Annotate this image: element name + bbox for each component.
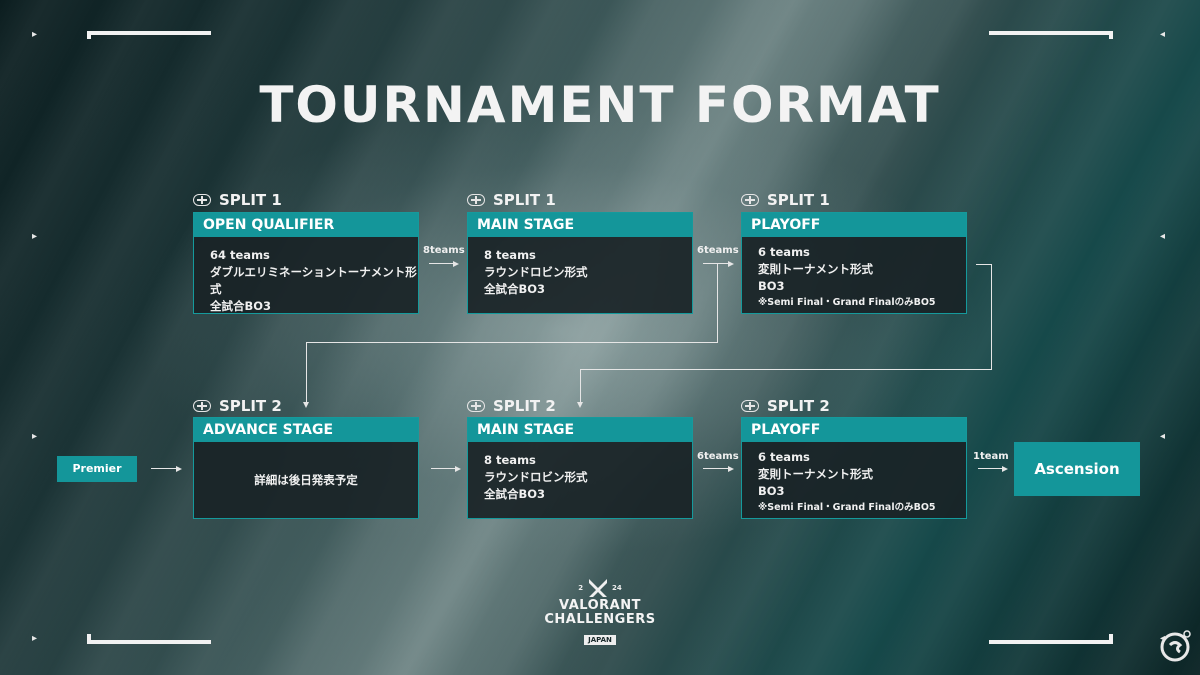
connector-arrowhead [453, 261, 459, 267]
side-arrow-icon: ▸ [32, 231, 38, 242]
site-watermark-icon [1160, 630, 1191, 662]
connector-line [976, 264, 992, 265]
connector-label: 6teams [697, 451, 739, 462]
connector-line [580, 369, 992, 370]
split-icon [741, 194, 759, 206]
connector-line [703, 263, 728, 264]
side-arrow-icon: ▸ [32, 633, 38, 644]
stage-card-header: PLAYOFF [742, 418, 966, 442]
connector-arrowhead [728, 466, 734, 472]
connector-line [703, 468, 728, 469]
split-icon [467, 400, 485, 412]
connector-line [978, 468, 1002, 469]
side-arrow-icon: ◂ [1160, 231, 1166, 242]
connector-line [991, 264, 992, 369]
split-label: SPLIT 2 [193, 397, 282, 415]
connector-line [306, 342, 718, 343]
side-arrow-icon: ◂ [1160, 633, 1166, 644]
split-icon [193, 400, 211, 412]
frame-tick [87, 31, 91, 39]
frame-tick [1109, 634, 1113, 642]
connector-line [429, 263, 453, 264]
frame-tick [1109, 31, 1113, 39]
stage-card-header: MAIN STAGE [468, 418, 692, 442]
split-label: SPLIT 2 [741, 397, 830, 415]
split-label: SPLIT 2 [467, 397, 556, 415]
logo-year: 2 24 [540, 577, 660, 599]
connector-label: 1team [973, 451, 1009, 462]
valorant-challengers-logo: 2 24 VALORANT CHALLENGERS JAPAN [540, 577, 660, 646]
stage-card-header: ADVANCE STAGE [194, 418, 418, 442]
connector-arrowhead [728, 261, 734, 267]
split-icon [193, 194, 211, 206]
stage-card-header: MAIN STAGE [468, 213, 692, 237]
connector-line [580, 369, 581, 402]
frame-tick [87, 634, 91, 642]
stage-card-advance-stage: ADVANCE STAGE 詳細は後日発表予定 [193, 417, 419, 519]
split-icon [467, 194, 485, 206]
connector-line [431, 468, 455, 469]
premier-box: Premier [57, 456, 137, 482]
connector-line [306, 342, 307, 402]
ascension-box: Ascension [1014, 442, 1140, 496]
connector-arrowhead [1002, 466, 1008, 472]
stage-card-header: PLAYOFF [742, 213, 966, 237]
connector-line [717, 263, 718, 342]
connector-label: 8teams [423, 245, 465, 256]
side-arrow-icon: ▸ [32, 431, 38, 442]
split-label: SPLIT 1 [193, 191, 282, 209]
connector-arrowhead [303, 402, 309, 408]
valorant-mark-icon [588, 579, 607, 597]
frame-top-right [989, 31, 1113, 35]
side-arrow-icon: ◂ [1160, 431, 1166, 442]
stage-card-body: 詳細は後日発表予定 [254, 473, 358, 487]
side-arrow-icon: ▸ [32, 29, 38, 40]
connector-arrowhead [577, 402, 583, 408]
stage-card-header: OPEN QUALIFIER [194, 213, 418, 237]
connector-label: 6teams [697, 245, 739, 256]
frame-bottom-left [87, 640, 211, 644]
split-icon [741, 400, 759, 412]
connector-arrowhead [176, 466, 182, 472]
side-arrow-icon: ◂ [1160, 29, 1166, 40]
split-label: SPLIT 1 [741, 191, 830, 209]
connector-line [151, 468, 176, 469]
frame-bottom-right [989, 640, 1113, 644]
page-title: TOURNAMENT FORMAT [259, 76, 941, 134]
frame-top-left [87, 31, 211, 35]
split-label: SPLIT 1 [467, 191, 556, 209]
connector-arrowhead [455, 466, 461, 472]
